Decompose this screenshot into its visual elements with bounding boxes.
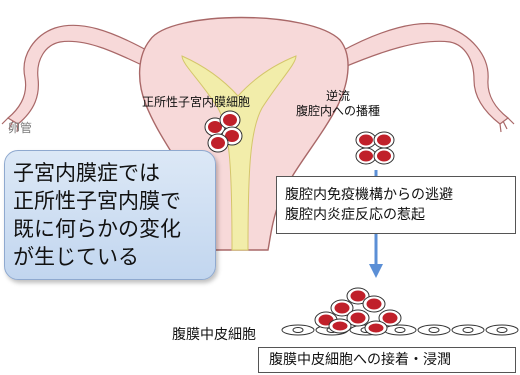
immune-evasion-box: 腹腔内免疫機構からの逃避 腹腔内炎症反応の惹起 [276, 176, 516, 234]
mesothelial-cell [452, 325, 484, 335]
mesothelial-layer [282, 325, 518, 335]
cell [329, 319, 351, 333]
info-line: が生じている [13, 243, 207, 271]
info-line: 正所性子宮内膜で [13, 187, 207, 215]
info-line: 子宮内膜症では [13, 159, 207, 187]
left-fallopian-tube [8, 25, 150, 124]
cell [208, 134, 228, 152]
refluxed-cell-cluster [356, 132, 394, 164]
immune-line: 腹腔内炎症反応の惹起 [285, 205, 507, 225]
mesothelial-cell [418, 325, 450, 335]
fallopian-tube-label: 卵管 [8, 119, 32, 136]
reflux-label: 逆流 腹腔内への播種 [296, 89, 380, 119]
cell [365, 321, 387, 335]
cell [356, 148, 376, 164]
info-line: 既に何らかの変化 [13, 215, 207, 243]
reflux-subtitle: 腹腔内への播種 [296, 104, 380, 119]
cell [374, 148, 394, 164]
mesothelial-cell [486, 325, 518, 335]
immune-line: 腹腔内免疫機構からの逃避 [285, 185, 507, 205]
reflux-title: 逆流 [296, 89, 380, 104]
mesothelial-cell [282, 325, 314, 335]
mesothelial-label: 腹膜中皮細胞 [172, 324, 256, 344]
eutopic-cells-label: 正所性子宮内膜細胞 [142, 93, 250, 110]
cell [220, 111, 240, 129]
info-callout-box: 子宮内膜症では 正所性子宮内膜で 既に何らかの変化 が生じている [4, 150, 216, 280]
adhesion-invasion-box: 腹膜中皮細胞への接着・浸潤 [258, 347, 516, 373]
mesothelial-cell [384, 325, 416, 335]
cell [356, 132, 376, 148]
cell [363, 296, 385, 312]
cell [374, 132, 394, 148]
